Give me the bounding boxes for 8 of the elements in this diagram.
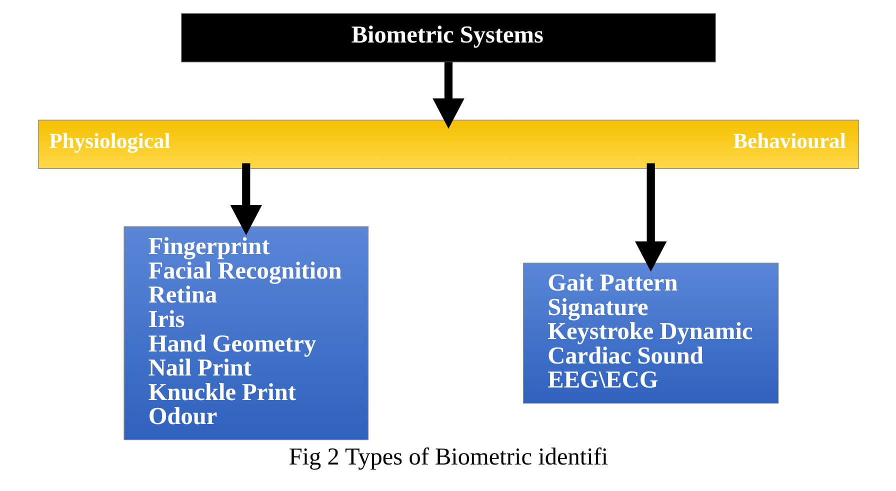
node-box: Gait Pattern Signature Keystroke Dynamic Cardiac Sound EEG\ECG xyxy=(522,262,778,404)
arrow xyxy=(432,62,464,129)
node-box: Physiological Behavioural xyxy=(38,120,858,169)
caption: Fig 2 Types of Biometric identifi xyxy=(288,444,608,471)
node-box: Biometric Systems xyxy=(180,13,716,62)
arrow xyxy=(634,163,666,272)
arrow xyxy=(230,163,262,236)
node-box: Fingerprint Facial Recognition Retina Iris Hand Geometry Nail Print Knuckle Print Odour xyxy=(123,226,368,440)
